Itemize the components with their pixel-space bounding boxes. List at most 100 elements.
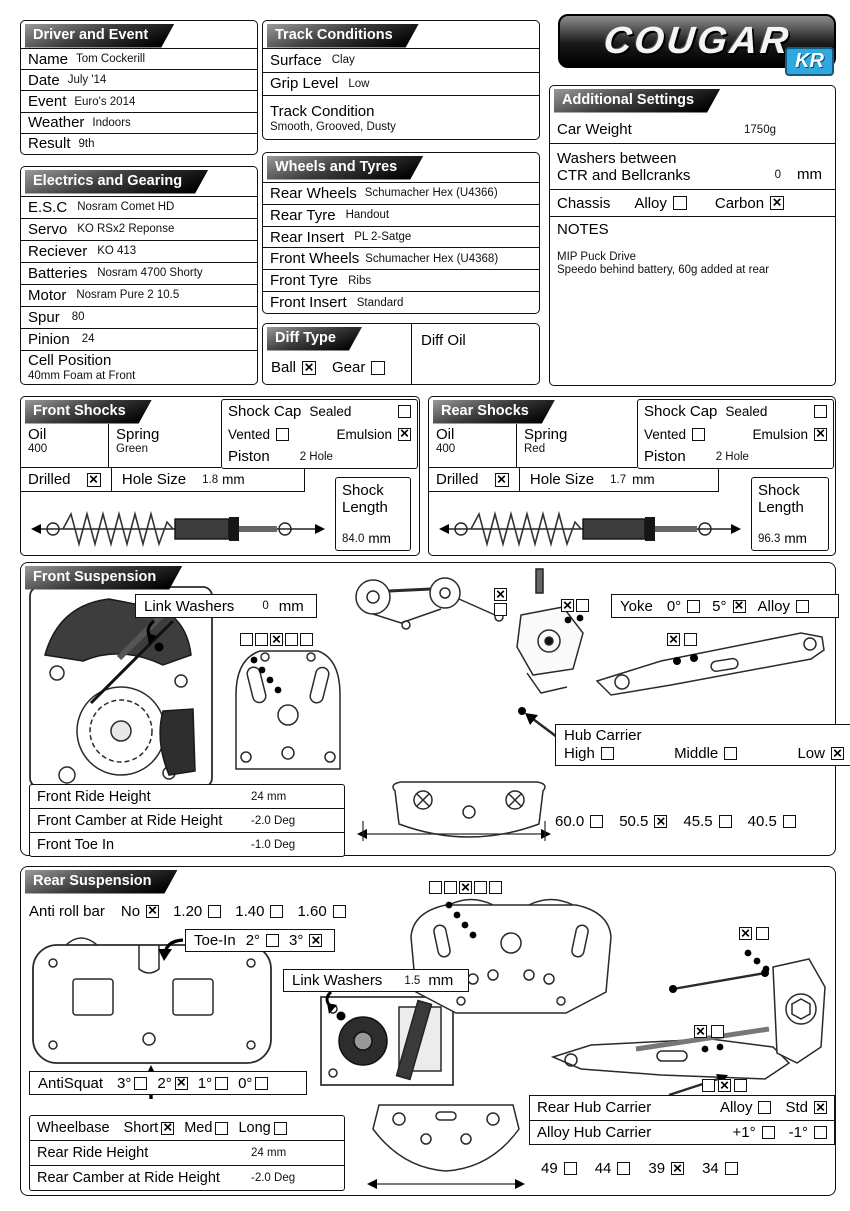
field-value[interactable]: Nosram 4700 Shorty — [97, 267, 203, 280]
field-value[interactable]: 9th — [78, 137, 95, 150]
sealed-checkbox[interactable] — [398, 404, 411, 418]
width-option-checkbox[interactable] — [563, 1162, 577, 1175]
field-value[interactable]: July '14 — [67, 74, 107, 87]
field-value[interactable]: Low — [348, 77, 370, 90]
hub-position-checkbox[interactable] — [694, 1025, 707, 1038]
toe-option-checkbox[interactable] — [266, 934, 280, 947]
tower-position-checkbox[interactable] — [285, 633, 298, 646]
table-row-value[interactable]: -2.0 Deg — [251, 814, 296, 827]
yoke-option-checkbox[interactable] — [687, 599, 701, 613]
chassis-alloy-checkbox[interactable] — [672, 196, 687, 210]
width-option-checkbox[interactable] — [724, 1162, 738, 1175]
hole-size-value[interactable]: 1.7 — [610, 473, 627, 486]
alloy-hub-option-checkbox[interactable] — [814, 1125, 827, 1139]
tower-position-checkbox[interactable] — [270, 633, 283, 646]
spring-value[interactable]: Red — [524, 443, 546, 455]
piston-value[interactable]: 2 Hole — [299, 450, 333, 463]
tower-position-checkbox[interactable] — [489, 881, 502, 894]
arm-position-checkbox[interactable] — [667, 633, 680, 646]
notes-line1[interactable]: MIP Puck Drive — [557, 251, 637, 263]
steering-position-checkbox[interactable] — [494, 588, 507, 601]
shock-length-value[interactable]: 96.3 — [758, 532, 781, 545]
washers-value[interactable]: 0 — [774, 168, 781, 181]
field-value[interactable]: Nosram Comet HD — [77, 201, 175, 214]
antisquat-option-checkbox[interactable] — [134, 1076, 148, 1090]
piston-value[interactable]: 2 Hole — [715, 450, 749, 463]
hole-size-value[interactable]: 1.8 — [202, 473, 219, 486]
ball-checkbox[interactable] — [302, 360, 317, 375]
width-option-checkbox[interactable] — [617, 1162, 631, 1175]
wheelbase-option-checkbox[interactable] — [215, 1121, 229, 1135]
field-value[interactable]: 80 — [71, 311, 85, 324]
table-row-value[interactable]: 24 mm — [251, 790, 287, 803]
oil-value[interactable]: 400 — [28, 443, 48, 455]
wheelbase-option-checkbox[interactable] — [273, 1121, 287, 1135]
field-value[interactable]: Tom Cockerill — [76, 53, 146, 66]
field-value[interactable]: Smooth, Grooved, Dusty — [270, 120, 396, 133]
field-value[interactable]: Standard — [356, 296, 404, 309]
field-value[interactable]: Schumacher Hex (U4366) — [364, 187, 498, 200]
yoke-position-checkbox[interactable] — [561, 599, 574, 612]
notes-line2[interactable]: Speedo behind battery, 60g added at rear — [557, 264, 770, 276]
field-value[interactable]: Euro's 2014 — [74, 95, 136, 108]
antisquat-option-checkbox[interactable] — [174, 1076, 188, 1090]
steering-position-checkbox[interactable] — [494, 603, 507, 616]
tower-position-checkbox[interactable] — [300, 633, 313, 646]
field-value[interactable]: Schumacher Hex (U4368) — [365, 252, 499, 265]
field-value[interactable]: Ribs — [348, 274, 372, 287]
yoke-option-checkbox[interactable] — [732, 599, 746, 613]
field-value[interactable]: 40mm Foam at Front — [28, 370, 136, 383]
field-value[interactable]: Clay — [331, 54, 355, 67]
table-row-value[interactable]: -2.0 Deg — [251, 1172, 296, 1184]
width-option-checkbox[interactable] — [718, 815, 732, 828]
hub-option-checkbox[interactable] — [830, 747, 844, 760]
field-value[interactable]: Handout — [345, 209, 390, 222]
hub-option-checkbox[interactable] — [600, 747, 614, 760]
field-value[interactable]: 24 — [81, 333, 95, 346]
field-value[interactable]: KO RSx2 Reponse — [77, 223, 175, 236]
link-washers-value[interactable]: 1.5 — [404, 974, 421, 987]
yoke-option-checkbox[interactable] — [796, 599, 810, 613]
link-washers-value[interactable]: 0 — [262, 600, 269, 612]
tower-position-checkbox[interactable] — [459, 881, 472, 894]
hub-position-checkbox[interactable] — [711, 1025, 724, 1038]
alloy-hub-option-checkbox[interactable] — [761, 1125, 775, 1139]
wheelbase-option-checkbox[interactable] — [161, 1121, 175, 1135]
sealed-checkbox[interactable] — [814, 404, 827, 418]
car-weight-value[interactable]: 1750g — [744, 123, 776, 136]
hub-position-checkbox[interactable] — [739, 927, 752, 940]
tower-position-checkbox[interactable] — [444, 881, 457, 894]
spring-value[interactable]: Green — [116, 443, 148, 455]
field-value[interactable]: KO 413 — [97, 245, 137, 258]
emulsion-checkbox[interactable] — [814, 427, 827, 441]
width-option-checkbox[interactable] — [590, 815, 604, 828]
arm-position-checkbox[interactable] — [734, 1079, 747, 1092]
vented-checkbox[interactable] — [276, 427, 290, 441]
tower-position-checkbox[interactable] — [240, 633, 253, 646]
antisquat-option-checkbox[interactable] — [215, 1076, 229, 1090]
tower-position-checkbox[interactable] — [429, 881, 442, 894]
width-option-checkbox[interactable] — [671, 1162, 685, 1175]
shock-length-value[interactable]: 84.0 — [342, 532, 365, 545]
hub-option-checkbox[interactable] — [724, 747, 738, 760]
hub-option-checkbox[interactable] — [814, 1101, 827, 1115]
field-value[interactable]: Nosram Pure 2 10.5 — [76, 289, 180, 302]
arb-option-checkbox[interactable] — [146, 904, 160, 918]
hub-option-checkbox[interactable] — [758, 1101, 772, 1115]
drilled-checkbox[interactable] — [86, 472, 101, 487]
vented-checkbox[interactable] — [692, 427, 706, 441]
yoke-position-checkbox[interactable] — [576, 599, 589, 612]
arb-option-checkbox[interactable] — [270, 904, 284, 918]
hub-position-checkbox[interactable] — [756, 927, 769, 940]
arm-position-checkbox[interactable] — [684, 633, 697, 646]
toe-option-checkbox[interactable] — [309, 934, 323, 947]
arb-option-checkbox[interactable] — [332, 904, 346, 918]
oil-value[interactable]: 400 — [436, 443, 456, 455]
field-value[interactable]: Indoors — [92, 116, 131, 129]
arm-position-checkbox[interactable] — [702, 1079, 715, 1092]
arb-option-checkbox[interactable] — [208, 904, 222, 918]
antisquat-option-checkbox[interactable] — [255, 1076, 269, 1090]
width-option-checkbox[interactable] — [782, 815, 796, 828]
field-value[interactable]: PL 2-Satge — [354, 231, 412, 244]
arm-position-checkbox[interactable] — [718, 1079, 731, 1092]
